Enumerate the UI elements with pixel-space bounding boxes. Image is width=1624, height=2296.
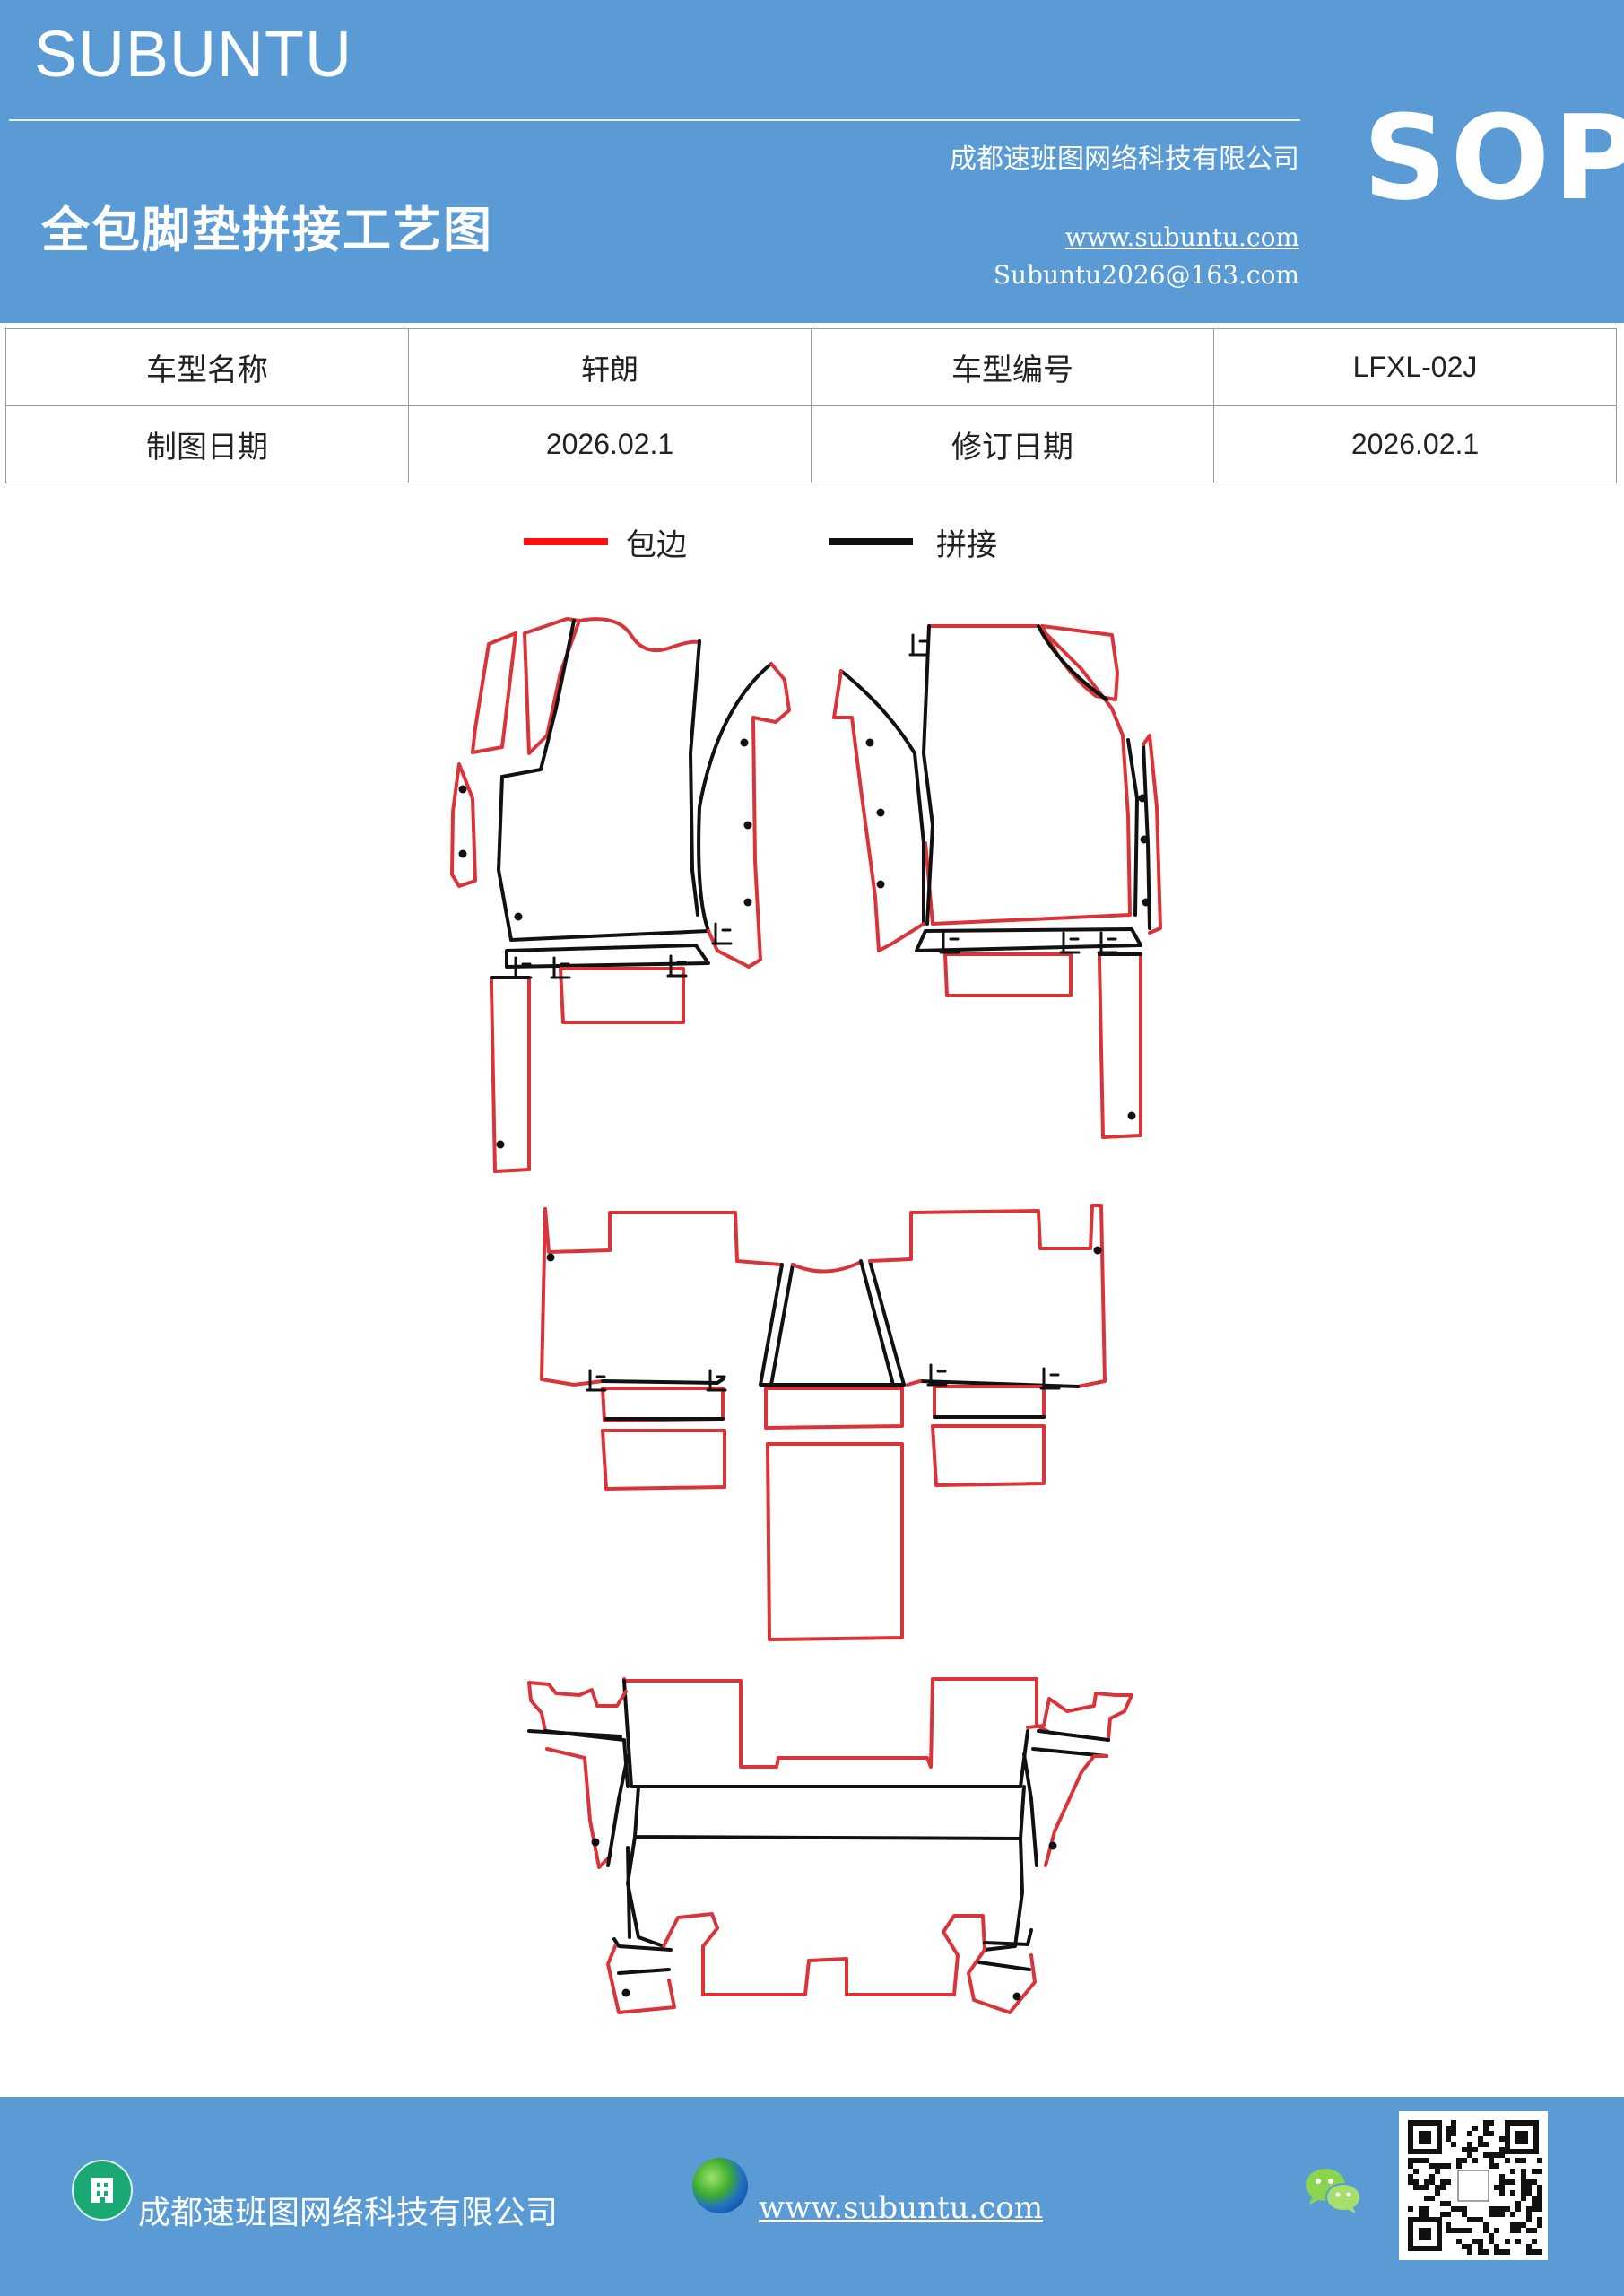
value-model-code: LFXL-02J	[1213, 328, 1617, 406]
legend-swatch-seam	[829, 538, 913, 545]
legend-label-seam: 拼接	[936, 527, 997, 563]
rear-mat-group	[527, 1677, 1133, 2014]
stitch-marker	[908, 633, 930, 657]
qr-code	[1399, 2111, 1548, 2260]
legend-swatch-edge	[524, 538, 608, 545]
stitch-marker	[586, 1369, 607, 1392]
label-draw-date: 制图日期	[5, 405, 409, 483]
footer-website-link[interactable]: www.subuntu.com	[759, 2190, 1044, 2226]
info-table: 车型名称 轩朗 车型编号 LFXL-02J 制图日期 2026.02.1 修订日…	[5, 328, 1617, 483]
brand-name: SUBUNTU	[34, 19, 353, 91]
value-draw-date: 2026.02.1	[408, 405, 812, 483]
sop-badge: SOP	[1363, 90, 1624, 226]
stitch-marker	[1097, 931, 1118, 954]
stitch-marker	[711, 922, 733, 945]
table-row: 制图日期 2026.02.1 修订日期 2026.02.1	[5, 405, 1617, 483]
label-model-code: 车型编号	[811, 328, 1214, 406]
document-title: 全包脚垫拼接工艺图	[41, 202, 493, 258]
wechat-icon[interactable]	[1302, 2163, 1365, 2217]
header-website-link[interactable]: www.subuntu.com	[1064, 222, 1299, 252]
footer-company: 成都速班图网络科技有限公司	[138, 2195, 559, 2231]
stitch-marker	[1039, 1367, 1061, 1390]
globe-icon	[692, 2158, 748, 2213]
header-company: 成都速班图网络科技有限公司	[950, 144, 1299, 175]
value-revise-date: 2026.02.1	[1213, 405, 1617, 483]
front-left-mat-group	[450, 617, 791, 1173]
header-email: Subuntu2026@163.com	[993, 260, 1299, 290]
front-right-mat-group	[832, 624, 1162, 1139]
stitch-marker	[926, 1363, 948, 1387]
table-row: 车型名称 轩朗 车型编号 LFXL-02J	[5, 328, 1617, 406]
footer-banner: 成都速班图网络科技有限公司 www.subuntu.com	[0, 2097, 1624, 2296]
stitch-marker	[939, 931, 960, 954]
value-model-name: 轩朗	[408, 328, 812, 406]
stitch-marker	[550, 956, 571, 979]
label-model-name: 车型名称	[5, 328, 409, 406]
label-revise-date: 修订日期	[811, 405, 1214, 483]
floor-mat-diagram	[450, 617, 1162, 2014]
building-icon	[72, 2160, 133, 2221]
stitch-marker	[1059, 931, 1081, 954]
legend: 包边 拼接	[524, 520, 1008, 565]
stitch-marker	[706, 1369, 727, 1392]
second-row-mat-group	[540, 1204, 1107, 1641]
header-divider	[9, 119, 1300, 121]
stitch-marker	[511, 956, 533, 979]
header-banner: SUBUNTU 成都速班图网络科技有限公司 全包脚垫拼接工艺图 www.subu…	[0, 0, 1624, 323]
stitch-markers	[511, 633, 1118, 1392]
stitch-marker	[666, 954, 688, 978]
legend-label-edge: 包边	[626, 527, 687, 563]
